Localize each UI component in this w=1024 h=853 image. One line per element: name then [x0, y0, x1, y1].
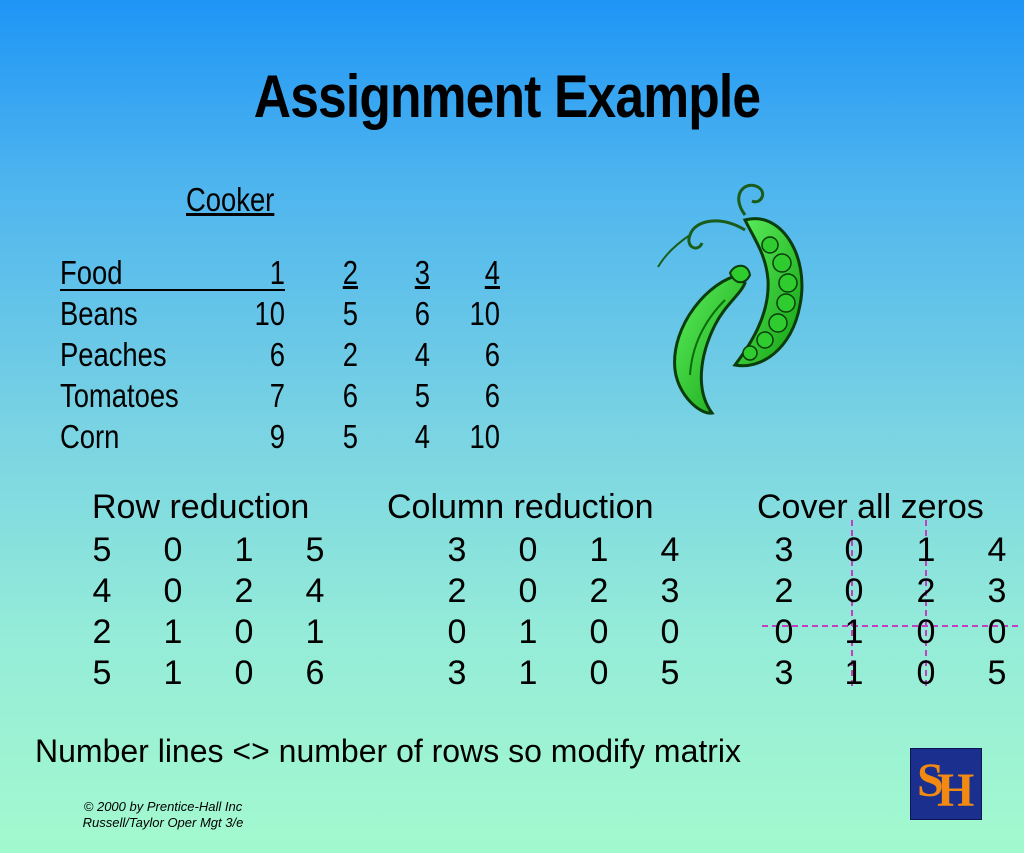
- matrix-cell: 1: [234, 531, 254, 569]
- table-cell: 5: [342, 418, 358, 455]
- food-name: Tomatoes: [60, 377, 179, 414]
- matrix-cell: 3: [447, 654, 467, 692]
- matrix-cell: 2: [234, 572, 254, 610]
- cooker-3-header: 3: [414, 254, 430, 291]
- matrix-cell: 1: [589, 531, 609, 569]
- matrix-cell: 2: [92, 613, 112, 651]
- matrix-cell: 2: [447, 572, 467, 610]
- table-cell: 7: [269, 377, 285, 414]
- matrix-cell: 0: [234, 654, 254, 692]
- matrix-cell: 3: [660, 572, 680, 610]
- table-cell: 9: [269, 418, 285, 455]
- food-name: Corn: [60, 418, 120, 455]
- matrix-cell: 0: [163, 572, 183, 610]
- table-cell: 6: [269, 336, 285, 373]
- cooker-2-header: 2: [342, 254, 358, 291]
- table-cell: 2: [342, 336, 358, 373]
- food-name: Peaches: [60, 336, 167, 373]
- table-cell: 4: [414, 336, 430, 373]
- matrix-cell: 0: [774, 613, 794, 651]
- table-cell: 6: [414, 295, 430, 332]
- matrix-cell: 1: [518, 613, 538, 651]
- matrix-cell: 1: [916, 531, 936, 569]
- matrix-title: Row reduction: [92, 488, 310, 526]
- logo-letter-h: H: [937, 764, 975, 817]
- matrix-cell: 1: [163, 613, 183, 651]
- table-cell: 10: [469, 295, 500, 332]
- matrix-cell: 5: [660, 654, 680, 692]
- table-cell: 10: [469, 418, 500, 455]
- footer-line-2: Russell/Taylor Oper Mgt 3/e: [82, 815, 244, 830]
- table-cell: 10: [254, 295, 285, 332]
- matrix-cell: 2: [916, 572, 936, 610]
- table-cell: 6: [484, 377, 500, 414]
- matrix-cell: 4: [660, 531, 680, 569]
- matrix-cell: 0: [987, 613, 1007, 651]
- matrix-cell: 3: [774, 531, 794, 569]
- matrix-cell: 2: [589, 572, 609, 610]
- matrix-cell: 0: [234, 613, 254, 651]
- cooker-label: Cooker: [186, 181, 275, 218]
- matrix-cell: 0: [447, 613, 467, 651]
- matrix-cell: 5: [987, 654, 1007, 692]
- matrix-cell: 0: [518, 572, 538, 610]
- food-table-header: Food 1 2 3 4: [60, 254, 580, 294]
- matrix-cell: 0: [916, 613, 936, 651]
- matrix-cell: 0: [916, 654, 936, 692]
- table-cell: 5: [342, 295, 358, 332]
- matrix-cell: 1: [844, 613, 864, 651]
- table-row: Peaches 6 2 4 6: [60, 336, 580, 376]
- matrix-cell: 0: [518, 531, 538, 569]
- sh-logo: S H: [910, 748, 982, 820]
- matrix-cell: 5: [92, 531, 112, 569]
- table-cell: 6: [484, 336, 500, 373]
- food-header-label: Food: [60, 254, 123, 291]
- matrix-cell: 0: [589, 654, 609, 692]
- table-row: Tomatoes 7 6 5 6: [60, 377, 580, 417]
- slide-title: Assignment Example: [253, 63, 761, 130]
- matrix-cell: 5: [305, 531, 325, 569]
- matrix-cell: 4: [92, 572, 112, 610]
- matrix-cell: 1: [844, 654, 864, 692]
- matrix-cell: 1: [305, 613, 325, 651]
- matrix-cell: 1: [163, 654, 183, 692]
- matrix-cell: 5: [92, 654, 112, 692]
- matrix-cell: 0: [844, 531, 864, 569]
- matrix-cell: 0: [163, 531, 183, 569]
- table-row: Beans 10 5 6 10: [60, 295, 580, 335]
- matrix-title: Column reduction: [387, 488, 654, 526]
- matrix-cell: 3: [774, 654, 794, 692]
- matrix-cell: 0: [844, 572, 864, 610]
- matrix-title: Cover all zeros: [757, 488, 984, 526]
- copyright-footer: © 2000 by Prentice-Hall Inc Russell/Tayl…: [58, 799, 268, 831]
- footer-line-1: © 2000 by Prentice-Hall Inc: [83, 799, 243, 814]
- modify-matrix-note: Number lines <> number of rows so modify…: [35, 733, 742, 769]
- matrix-cell: 0: [589, 613, 609, 651]
- table-row: Corn 9 5 4 10: [60, 418, 580, 458]
- matrix-cell: 0: [660, 613, 680, 651]
- matrix-cell: 4: [305, 572, 325, 610]
- food-name: Beans: [60, 295, 138, 332]
- matrix-cell: 2: [774, 572, 794, 610]
- matrix-cell: 6: [305, 654, 325, 692]
- table-cell: 4: [414, 418, 430, 455]
- table-cell: 6: [342, 377, 358, 414]
- table-cell: 5: [414, 377, 430, 414]
- cooker-4-header: 4: [484, 254, 500, 291]
- cooker-1-header: 1: [269, 254, 285, 291]
- matrix-cell: 1: [518, 654, 538, 692]
- cover-lines: [762, 520, 1022, 688]
- matrix-cell: 4: [987, 531, 1007, 569]
- food-header-underline: [60, 289, 285, 291]
- logo-letter-s: S: [917, 754, 944, 807]
- pea-pod-icon: [657, 183, 804, 415]
- matrix-cell: 3: [987, 572, 1007, 610]
- matrix-cell: 3: [447, 531, 467, 569]
